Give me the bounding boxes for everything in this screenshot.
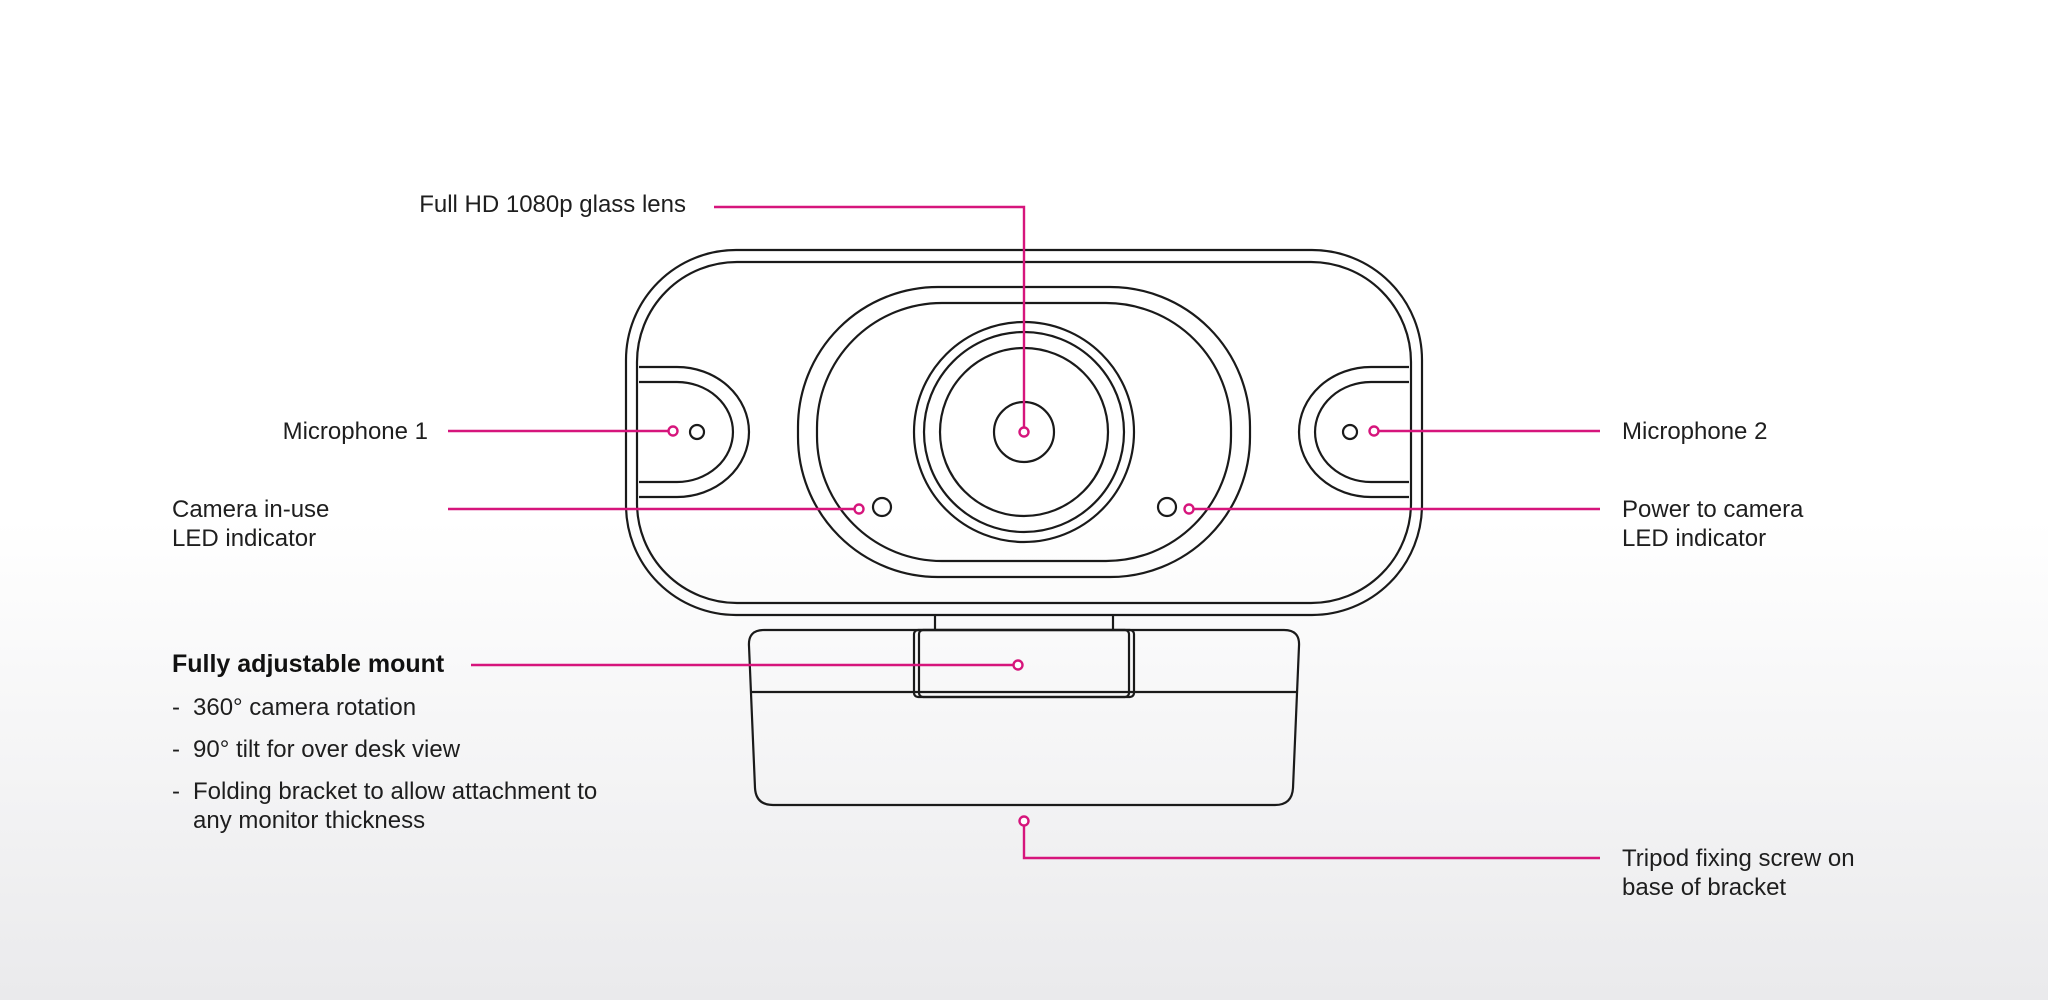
- callout-dot-camera-led: [853, 503, 865, 515]
- label-mic1-text: Microphone 1: [282, 418, 428, 445]
- label-mic1: Microphone 1: [283, 417, 428, 446]
- label-camera-led: Camera in-use LED indicator: [172, 495, 329, 553]
- callout-dot-mic2: [1368, 425, 1380, 437]
- mic1-pod-outer: [639, 365, 751, 499]
- mount-feature-item: - 90° tilt for over desk view: [172, 735, 597, 764]
- camera-led: [871, 496, 893, 518]
- bullet-dash: -: [172, 736, 180, 763]
- mount-feature-text: 360° camera rotation: [193, 694, 417, 721]
- mount-hinge: [917, 628, 1131, 699]
- callout-line-lens: [714, 205, 1026, 432]
- mount-title: Fully adjustable mount: [172, 650, 445, 678]
- label-camera-led-line-1: Camera in-use: [172, 496, 330, 523]
- label-camera-led-line-2: LED indicator: [172, 525, 317, 552]
- mount-hinge-outer: [912, 628, 1136, 699]
- label-lens-text: Full HD 1080p glass lens: [419, 191, 686, 218]
- callout-dot-mount: [1012, 659, 1024, 671]
- callout-dot-tripod: [1018, 815, 1030, 827]
- mic1-pod-inner: [639, 380, 735, 484]
- label-mic2-text: Microphone 2: [1622, 418, 1768, 445]
- mic1-hole: [688, 423, 706, 441]
- mount-feature-text: any monitor thickness: [193, 807, 426, 834]
- bullet-dash: -: [172, 778, 180, 805]
- label-power-led-line-1: Power to camera: [1622, 496, 1804, 523]
- mic2-hole: [1341, 423, 1359, 441]
- bullet-dash: -: [172, 694, 180, 721]
- mic2-pod-outer: [1297, 365, 1409, 499]
- mount-feature-text: 90° tilt for over desk view: [193, 736, 461, 763]
- mount-feature-item: - 360° camera rotation: [172, 693, 597, 722]
- callout-dot-lens: [1018, 426, 1030, 438]
- callout-dot-mic1: [667, 425, 679, 437]
- label-power-led-line-2: LED indicator: [1622, 525, 1767, 552]
- power-led: [1156, 496, 1178, 518]
- mic2-pod-inner: [1313, 380, 1409, 484]
- mount-feature-item: - Folding bracket to allow attachment to…: [172, 777, 597, 835]
- label-tripod: Tripod fixing screw on base of bracket: [1622, 844, 1855, 902]
- label-tripod-line-2: base of bracket: [1622, 874, 1787, 901]
- label-lens: Full HD 1080p glass lens: [419, 190, 686, 219]
- mount-bracket: [747, 628, 1301, 807]
- callout-lines: [448, 205, 1600, 860]
- callout-line-tripod: [1022, 821, 1600, 860]
- label-power-led: Power to camera LED indicator: [1622, 495, 1803, 553]
- mount-feature-text: Folding bracket to allow attachment to: [193, 778, 598, 805]
- label-tripod-line-1: Tripod fixing screw on: [1622, 845, 1855, 872]
- mount-feature-list: - 360° camera rotation - 90° tilt for ov…: [172, 693, 597, 848]
- label-mic2: Microphone 2: [1622, 417, 1767, 446]
- callout-dot-power-led: [1183, 503, 1195, 515]
